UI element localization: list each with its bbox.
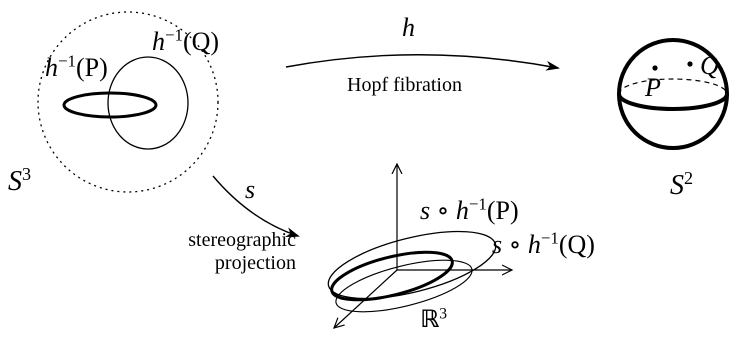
label-h-arrow: h: [402, 13, 415, 42]
s3-sphere-outline: [37, 11, 219, 193]
label-hopf-fibration: Hopf fibration: [347, 74, 462, 96]
label-r3: ℝ3: [420, 305, 448, 333]
projected-fiber-p: [330, 250, 454, 302]
point-q-dot: [687, 61, 693, 67]
label-s3: S3: [8, 164, 32, 197]
label-stereographic: stereographic projection: [188, 229, 296, 274]
fiber-p-ellipse: [62, 91, 158, 119]
fiber-q-circle: [107, 56, 189, 150]
label-s-arrow: s: [245, 175, 256, 204]
hopf-arrow: [285, 54, 560, 71]
label-point-p: P: [645, 73, 661, 102]
label-s2: S2: [670, 168, 694, 201]
s2-equator-front: [617, 93, 729, 111]
label-h-inv-p: h−1(P): [45, 51, 108, 82]
projected-fiber-q-inner: [335, 259, 473, 313]
label-s-h-inv-q: s ∘ h−1(Q): [492, 228, 595, 259]
point-p-dot: [652, 65, 658, 71]
label-h-inv-q: h−1(Q): [152, 25, 220, 56]
projected-fiber-q: [327, 230, 497, 300]
stereographic-arrow: [212, 175, 300, 237]
label-s-h-inv-p: s ∘ h−1(P): [420, 194, 519, 225]
label-point-q: Q: [700, 51, 719, 80]
s2-equator-back: [618, 78, 728, 95]
